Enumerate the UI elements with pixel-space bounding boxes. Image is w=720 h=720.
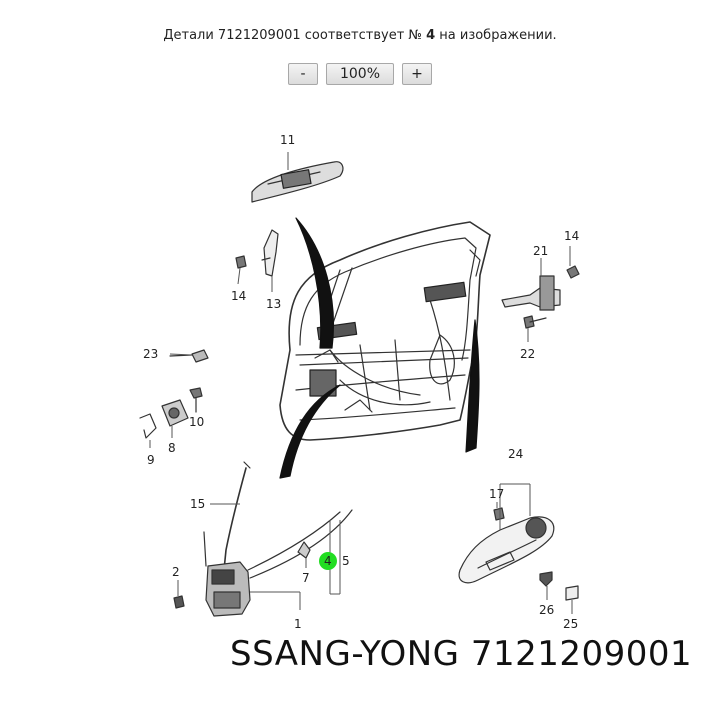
callout-label: 24 bbox=[508, 447, 523, 461]
callout-labels: 11 14 13 21 14 22 23 10 8 9 15 24 17 2 7… bbox=[143, 133, 579, 630]
callout-label: 22 bbox=[520, 347, 535, 361]
inner-handle-drawing bbox=[458, 516, 555, 584]
callout-label: 11 bbox=[280, 133, 295, 147]
callout-label: 9 bbox=[147, 453, 155, 467]
callout-label: 14 bbox=[564, 229, 579, 243]
zoom-level-button[interactable]: 100% bbox=[326, 63, 394, 85]
caption-suffix: на изображении. bbox=[439, 28, 557, 43]
callout-label: 4 bbox=[324, 554, 332, 568]
door-frame-drawing bbox=[279, 221, 491, 441]
callout-label: 17 bbox=[489, 487, 504, 501]
highlight-marker bbox=[319, 552, 337, 570]
callout-label: 13 bbox=[266, 297, 281, 311]
caption-prefix: Детали 7121209001 соответствует № bbox=[163, 28, 422, 43]
callout-label: 15 bbox=[190, 497, 205, 511]
outer-handle-drawing bbox=[251, 161, 344, 203]
callout-label: 23 bbox=[143, 347, 158, 361]
callout-label: 25 bbox=[563, 617, 578, 630]
callout-label: 26 bbox=[539, 603, 554, 617]
callout-label: 1 bbox=[294, 617, 302, 630]
zoom-controls: - 100% + bbox=[0, 63, 720, 85]
callout-label: 2 bbox=[172, 565, 180, 579]
parts-diagram: 11 14 13 21 14 22 23 10 8 9 15 24 17 2 7… bbox=[139, 133, 580, 630]
callout-label: 8 bbox=[168, 441, 176, 455]
callout-label: 10 bbox=[189, 415, 204, 429]
zoom-out-button[interactable]: - bbox=[288, 63, 318, 85]
caption-number: 4 bbox=[426, 28, 436, 43]
part-caption: Детали 7121209001 соответствует № 4 на и… bbox=[0, 28, 720, 43]
brand-part-number: SSANG-YONG 7121209001 bbox=[230, 634, 693, 674]
zoom-in-button[interactable]: + bbox=[402, 63, 432, 85]
callout-label: 5 bbox=[342, 554, 350, 568]
callout-label: 14 bbox=[231, 289, 246, 303]
callout-label: 7 bbox=[302, 571, 310, 585]
door-lock-drawing bbox=[203, 509, 353, 617]
callout-label: 21 bbox=[533, 244, 548, 258]
